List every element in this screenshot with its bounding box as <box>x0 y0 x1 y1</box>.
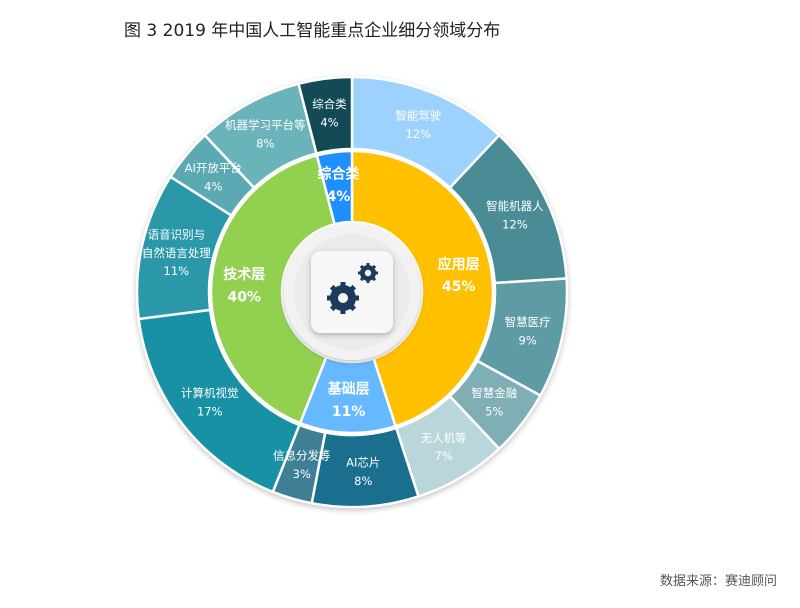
source-note: 数据来源：赛迪顾问 <box>660 574 778 589</box>
gear-tooth <box>348 284 357 293</box>
gears-icon <box>327 263 378 314</box>
gear-tooth <box>370 275 377 282</box>
gear-tooth <box>348 303 357 312</box>
gear-tooth <box>366 278 370 283</box>
inner-segment <box>209 153 337 425</box>
gear-tooth <box>329 303 338 312</box>
inner-ring <box>209 149 495 435</box>
gear-tooth <box>340 308 346 314</box>
gear-tooth <box>353 295 359 301</box>
inner-segment <box>315 149 354 226</box>
chart-title: 图 3 2019 年中国人工智能重点企业细分领域分布 <box>124 21 501 41</box>
gear-tooth <box>358 271 363 275</box>
gear-tooth <box>366 263 370 268</box>
gear-tooth <box>359 264 366 271</box>
outer-segment <box>297 75 354 156</box>
gear-tooth <box>373 271 378 275</box>
gear-tooth <box>329 284 338 293</box>
gear-tooth <box>370 264 377 271</box>
outer-ring <box>135 75 569 509</box>
inner-segment <box>350 149 495 428</box>
gear-tooth <box>327 295 333 301</box>
gear-tooth <box>359 275 366 282</box>
gear-tooth <box>340 282 346 288</box>
